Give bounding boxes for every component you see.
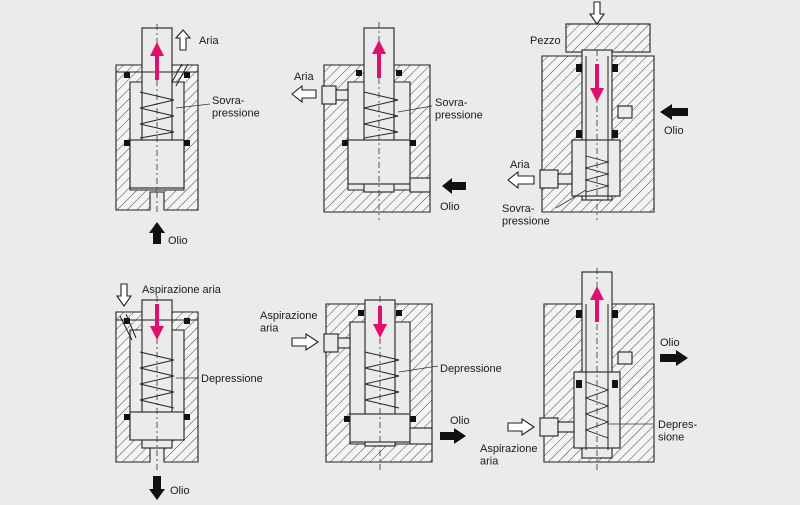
- label-oil: Olio: [664, 125, 684, 137]
- label-oil: Olio: [450, 415, 470, 427]
- oil-out-arrow: [440, 428, 466, 444]
- piston-down-arrow: [590, 64, 604, 102]
- oil-in-arrow: [660, 104, 688, 120]
- air-out-arrow: [174, 29, 192, 51]
- label-oil: Olio: [170, 485, 190, 497]
- workpiece: [565, 23, 651, 53]
- label-air: Aria: [294, 71, 314, 83]
- label-air: Aria: [510, 159, 530, 171]
- label-part: Pezzo: [530, 35, 561, 47]
- oil-out-arrow: [660, 350, 688, 366]
- piston-up-arrow: [372, 40, 386, 78]
- air-in-arrow: [507, 417, 535, 437]
- piston-up-arrow: [150, 42, 164, 80]
- piston-down-arrow: [373, 306, 387, 338]
- clamp-down-arrow: [588, 1, 606, 25]
- label-oil: Olio: [168, 235, 188, 247]
- label-spring: Depressione: [201, 373, 263, 385]
- label-spring: Sovra-pressione: [435, 97, 483, 122]
- label-air: Aria: [199, 35, 219, 47]
- air-in-arrow: [291, 332, 319, 352]
- label-air: Aspirazione aria: [142, 284, 222, 296]
- label-oil: Olio: [440, 201, 460, 213]
- label-spring: Sovra-pressione: [212, 95, 260, 120]
- oil-out-arrow: [149, 476, 165, 500]
- air-out-arrow: [291, 84, 317, 104]
- oil-in-arrow: [149, 222, 165, 244]
- label-spring: Depres-sione: [658, 419, 697, 444]
- oil-in-arrow: [442, 178, 466, 194]
- piston-down-arrow: [150, 304, 164, 340]
- diagram-4: Aspirazione aria Depressione Olio: [115, 283, 263, 500]
- air-in-arrow: [115, 283, 133, 307]
- diagram-3: Pezzo Olio Aria Sovra-pressione: [502, 1, 688, 228]
- air-out-arrow: [507, 170, 535, 190]
- diagram-1: Aria Sovra-pressione Olio: [115, 24, 260, 247]
- piston-up-arrow: [590, 286, 604, 322]
- label-spring: Depressione: [440, 363, 502, 375]
- label-spring: Sovra-pressione: [502, 203, 550, 228]
- diagram-2: Aria Sovra-pressione Olio: [291, 22, 483, 220]
- label-oil: Olio: [660, 337, 680, 349]
